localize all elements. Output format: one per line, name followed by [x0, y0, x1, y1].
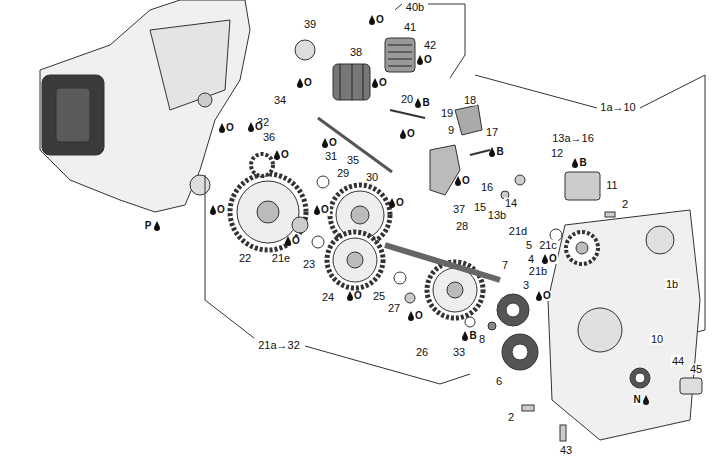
- callout-number: 9: [447, 125, 455, 136]
- callout-number: 36: [262, 132, 276, 143]
- callout-number: 12: [550, 148, 564, 159]
- callout-number: 10: [650, 334, 664, 345]
- callout-number: 45: [689, 364, 703, 375]
- lubricant-code: O: [375, 15, 385, 25]
- lubricant-code: B: [421, 98, 430, 108]
- callout-number: 4: [527, 254, 535, 265]
- callout-number: 19: [440, 108, 454, 119]
- callout-number: 41: [403, 22, 417, 33]
- lubricant-code: O: [406, 129, 416, 139]
- callout-number: 38: [349, 47, 363, 58]
- callout-number: 13b: [487, 210, 507, 221]
- callout-number: 15: [473, 202, 487, 213]
- callout-number: 17: [485, 127, 499, 138]
- lubricant-code: B: [468, 331, 477, 341]
- callout-number: 8: [478, 334, 486, 345]
- callout-number: 7: [501, 260, 509, 271]
- callout-number: 43: [559, 445, 573, 456]
- callout-number: 30: [365, 172, 379, 183]
- callout-number: 6: [495, 376, 503, 387]
- lubricant-code: O: [225, 123, 235, 133]
- lubricant-code: O: [461, 176, 471, 186]
- callout-number: 23: [302, 259, 316, 270]
- callout-number: 21b: [528, 266, 548, 277]
- lubricant-code: O: [328, 138, 338, 148]
- callout-number: 11: [605, 180, 618, 191]
- lubricant-code: O: [254, 122, 264, 132]
- callout-number: 27: [387, 303, 401, 314]
- callout-number: 21d: [508, 226, 528, 237]
- callout-number: 39: [303, 19, 317, 30]
- callout-number: 25: [372, 291, 386, 302]
- callout-number: 37: [452, 204, 466, 215]
- callout-number: 1b: [665, 279, 679, 290]
- lubricant-code: B: [578, 158, 587, 168]
- callout-number: 31: [324, 151, 338, 162]
- callout-number: 16: [480, 182, 494, 193]
- callout-number: 35: [346, 155, 360, 166]
- callout-number: 29: [336, 168, 350, 179]
- lubricant-code: O: [378, 78, 388, 88]
- callout-number: 42: [423, 40, 437, 51]
- lubricant-code: O: [423, 55, 433, 65]
- lubricant-code: B: [495, 147, 504, 157]
- lubricant-code: O: [542, 291, 552, 301]
- callout-number: 1a→10: [599, 102, 636, 113]
- lubricant-code: O: [414, 311, 424, 321]
- callout-number: 44: [671, 356, 685, 367]
- callout-number: 21a→32: [257, 340, 301, 351]
- callout-number: 2: [507, 412, 515, 423]
- lubricant-code: O: [216, 205, 226, 215]
- callout-number: 3: [522, 280, 530, 291]
- callout-number: 21e: [271, 253, 291, 264]
- lubricant-code: N: [632, 395, 641, 405]
- lubricant-code: P: [144, 221, 153, 231]
- lubricant-code: O: [548, 254, 558, 264]
- callout-number: 18: [463, 95, 477, 106]
- lubricant-code: O: [291, 236, 301, 246]
- callout-number: 24: [321, 292, 335, 303]
- callout-number: 40b: [405, 2, 425, 13]
- callout-number: 21c: [538, 240, 558, 251]
- lubricant-code: O: [280, 150, 290, 160]
- callout-number: 14: [504, 198, 518, 209]
- callout-number: 2: [621, 199, 629, 210]
- callout-number: 5: [525, 240, 533, 251]
- callout-number: 26: [415, 347, 429, 358]
- callout-number: 28: [455, 221, 469, 232]
- callout-number: 22: [238, 253, 252, 264]
- callout-number: 33: [452, 347, 466, 358]
- callout-number: 34: [273, 95, 287, 106]
- callout-number: 13a→16: [551, 133, 595, 144]
- lubricant-code: O: [320, 205, 330, 215]
- callout-number: 20: [400, 94, 414, 105]
- lubricant-code: O: [353, 291, 363, 301]
- lubricant-code: O: [395, 198, 405, 208]
- lubricant-code: O: [303, 78, 313, 88]
